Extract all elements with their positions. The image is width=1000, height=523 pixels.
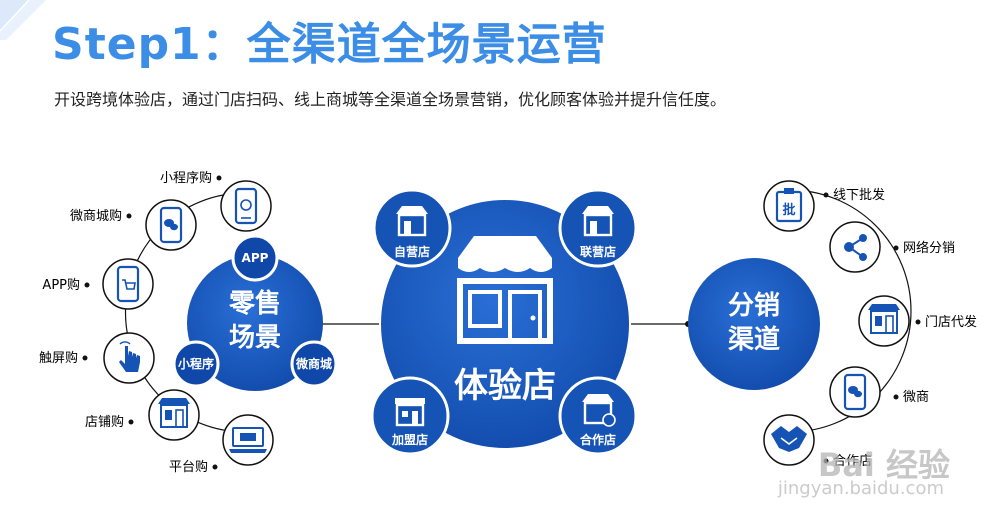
- sub-store-joint[interactable]: 联营店: [558, 188, 638, 268]
- sub-store-franchise[interactable]: 加盟店: [370, 376, 450, 456]
- distribution-channel-circle: 分销 渠道: [688, 258, 820, 390]
- sub-store-label: 合作店: [580, 432, 616, 447]
- svg-text:批: 批: [782, 202, 795, 218]
- badge-micro-mall[interactable]: 微商城: [290, 340, 338, 388]
- distribution-node-label: 线下批发: [833, 187, 885, 203]
- distribution-node-online[interactable]: 网络分销: [829, 221, 955, 273]
- watermark-url: jingyan.baidu.com: [777, 478, 944, 499]
- page-title: Step1：全渠道全场景运营: [52, 19, 607, 70]
- svg-text:小程序: 小程序: [178, 356, 214, 371]
- storefront-icon: [158, 398, 190, 428]
- experience-store-icon: [457, 236, 553, 344]
- retail-node-micro-mall[interactable]: 微商城购: [70, 199, 197, 251]
- distribution-node-label: 门店代发: [925, 314, 977, 330]
- distribution-node-label: 合作店: [833, 454, 872, 469]
- experience-store-label: 体验店: [454, 366, 556, 406]
- svg-text:APP: APP: [242, 251, 269, 265]
- sub-store-partner[interactable]: 合作店: [558, 376, 638, 456]
- retail-node-app[interactable]: APP购: [42, 258, 154, 310]
- distribution-node-partner[interactable]: 合作店: [763, 414, 872, 469]
- sub-store-label: 联营店: [580, 244, 616, 259]
- cart-phone-icon: [116, 265, 140, 303]
- corner-decoration: [0, 0, 46, 40]
- retail-label-line1: 零售: [229, 288, 281, 319]
- partner-store-icon: [582, 394, 616, 427]
- handshake-icon: [771, 426, 807, 452]
- wechat-phone-icon: [159, 206, 183, 244]
- storefront-icon: [868, 304, 900, 334]
- distribution-node-wechat[interactable]: 微商: [829, 366, 929, 418]
- mini-program-phone-icon: [234, 187, 258, 225]
- sub-store-self-operated[interactable]: 自营店: [372, 188, 452, 268]
- retail-node-label: 微商城购: [70, 208, 122, 224]
- retail-node-platform[interactable]: 平台购: [169, 414, 274, 475]
- distribution-node-label: 微商: [903, 390, 929, 405]
- wholesale-clipboard-icon: 批: [775, 188, 803, 223]
- retail-node-label: 平台购: [169, 459, 208, 475]
- experience-store-circle: 体验店: [379, 198, 631, 450]
- badge-mini-program[interactable]: 小程序: [172, 340, 220, 388]
- watermark-brand: Bai 经验: [817, 446, 950, 484]
- store-icon: [582, 206, 614, 237]
- shop-icon: [395, 398, 425, 427]
- laptop-shop-icon: [229, 427, 267, 453]
- retail-node-mini-program[interactable]: 小程序购: [160, 170, 272, 232]
- retail-node-touch[interactable]: 触屏购: [39, 332, 155, 384]
- svg-text:微商城: 微商城: [295, 356, 332, 371]
- distribution-arc: [789, 189, 912, 433]
- touch-hand-icon: [119, 341, 140, 372]
- retail-node-label: 触屏购: [39, 350, 78, 366]
- wechat-phone-icon: [843, 373, 867, 411]
- distribution-node-label: 网络分销: [903, 240, 955, 256]
- distribution-label-line1: 分销: [728, 291, 780, 321]
- page-subtitle: 开设跨境体验店，通过门店扫码、线上商城等全渠道全场景营销，优化顾客体验并提升信任…: [54, 90, 727, 109]
- sub-store-label: 自营店: [394, 244, 430, 259]
- retail-scene-circle: 零售 场景: [187, 255, 323, 391]
- retail-node-label: 店铺购: [85, 414, 124, 430]
- distribution-node-dropship[interactable]: 门店代发: [858, 295, 977, 347]
- retail-node-label: APP购: [42, 277, 80, 293]
- retail-node-shop[interactable]: 店铺购: [85, 389, 200, 441]
- store-icon: [396, 206, 428, 237]
- retail-node-label: 小程序购: [160, 170, 212, 186]
- retail-label-line2: 场景: [229, 323, 281, 353]
- badge-app[interactable]: APP: [231, 234, 279, 282]
- network-share-icon: [844, 234, 867, 261]
- sub-store-label: 加盟店: [391, 432, 428, 447]
- distribution-node-wholesale[interactable]: 批 线下批发: [763, 180, 885, 232]
- distribution-label-line2: 渠道: [728, 324, 780, 355]
